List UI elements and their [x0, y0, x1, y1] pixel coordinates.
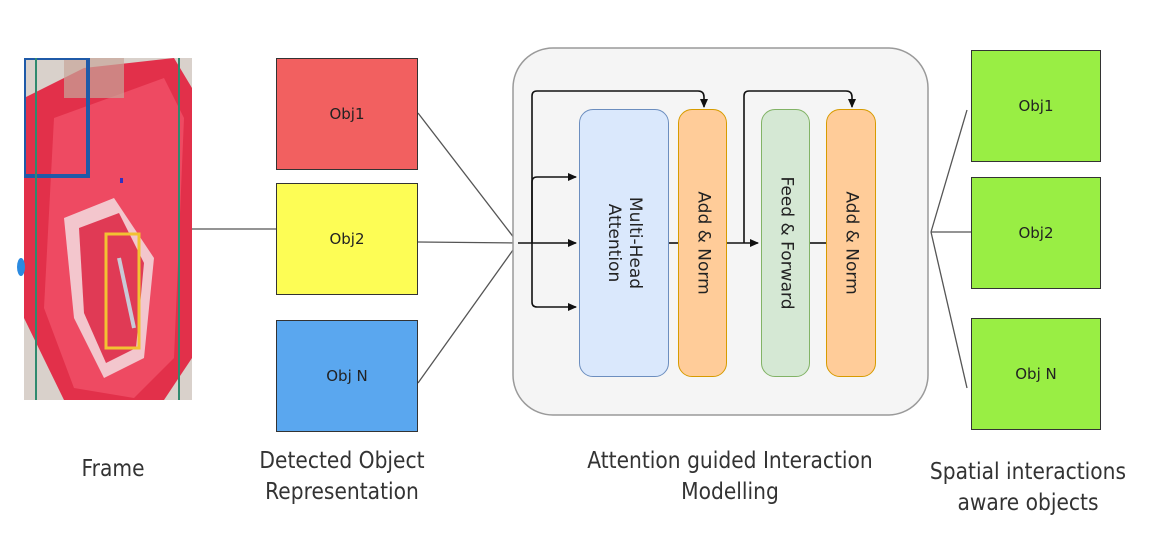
feed-forward-block: Feed & Forward — [761, 109, 810, 377]
detected-obj2-label: Obj2 — [329, 230, 365, 248]
add-norm-block-1: Add & Norm — [678, 109, 727, 377]
detected-obj2-box: Obj2 — [276, 183, 418, 295]
objn-to-merge-line — [417, 242, 519, 384]
add-norm-block-2: Add & Norm — [826, 109, 876, 377]
detected-obj1-label: Obj1 — [329, 105, 365, 123]
frame-edge-marker — [17, 258, 25, 276]
attention-modelling-caption: Attention guided Interaction Modelling — [587, 448, 873, 505]
encoder-to-out1-line — [930, 109, 968, 233]
detected-objn-box: Obj N — [276, 320, 418, 432]
spatial-interactions-caption: Spatial interactions aware objects — [929, 459, 1127, 516]
detected-objn-label: Obj N — [326, 367, 368, 385]
detected-object-caption: Detected Object Representation — [259, 448, 425, 505]
multi-head-attention-block: Multi-Head Attention — [579, 109, 669, 377]
frame-caption: Frame — [81, 456, 145, 482]
obj2-to-merge-line — [417, 241, 519, 244]
output-objn-label: Obj N — [1015, 365, 1057, 383]
output-obj2-label: Obj2 — [1018, 224, 1054, 242]
multi-head-attention-label: Multi-Head Attention — [604, 196, 645, 290]
encoder-to-outn-line — [930, 231, 968, 389]
detected-obj1-box: Obj1 — [276, 58, 418, 170]
output-obj2-box: Obj2 — [971, 177, 1101, 289]
output-obj1-label: Obj1 — [1018, 97, 1054, 115]
frame-image — [24, 58, 192, 400]
obj1-to-merge-line — [417, 112, 519, 244]
add-norm-label-1: Add & Norm — [693, 191, 713, 295]
feed-forward-label: Feed & Forward — [776, 176, 796, 310]
add-norm-label-2: Add & Norm — [841, 191, 862, 295]
output-objn-box: Obj N — [971, 318, 1101, 430]
output-obj1-box: Obj1 — [971, 50, 1101, 162]
